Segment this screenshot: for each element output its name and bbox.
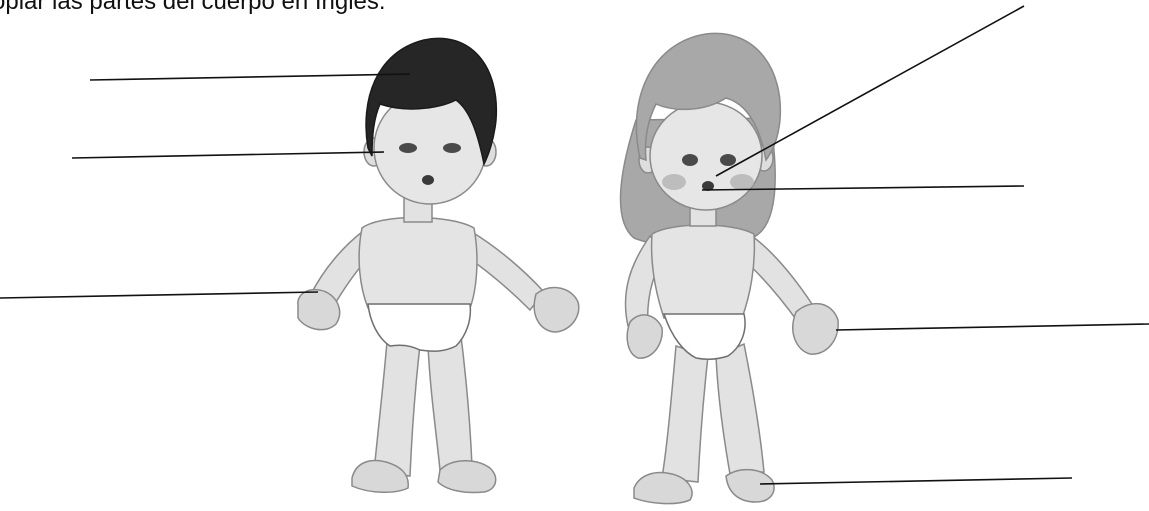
answer-line-foot[interactable] xyxy=(759,477,1073,485)
girl-left-cheek xyxy=(662,174,686,190)
girl-underwear xyxy=(662,313,746,361)
girl-right-foot xyxy=(725,468,775,503)
girl-hair xyxy=(635,32,782,162)
girl-left-hand xyxy=(626,314,663,359)
girl-left-foot xyxy=(633,471,693,505)
answer-line-eye[interactable] xyxy=(715,5,1025,177)
girl-right-hand xyxy=(792,302,839,355)
boy-left-hand xyxy=(297,288,341,331)
boy-right-eye xyxy=(443,143,461,153)
girl-mouth xyxy=(702,181,714,191)
boy-right-foot xyxy=(437,460,497,494)
girl-left-eye xyxy=(682,154,698,166)
worksheet-instruction: opiar las partes del cuerpo en Inglés: xyxy=(0,0,386,15)
boy-left-foot xyxy=(351,459,409,493)
boy-mouth xyxy=(422,175,434,185)
boy-right-hand xyxy=(533,286,580,333)
boy-left-eye xyxy=(399,143,417,153)
girl-right-cheek xyxy=(730,174,754,190)
answer-line-hair[interactable] xyxy=(89,73,411,81)
answer-lines xyxy=(0,5,1149,485)
girl-right-eye xyxy=(720,154,736,166)
answer-line-mouth[interactable] xyxy=(701,185,1025,191)
girl-right-leg xyxy=(715,342,765,475)
boy-torso xyxy=(358,216,478,309)
boy-left-leg xyxy=(373,328,421,477)
boy-figure xyxy=(297,37,580,494)
girl-torso xyxy=(650,224,756,319)
boy-right-arm xyxy=(465,230,545,312)
boy-underwear xyxy=(367,303,472,352)
girl-face xyxy=(649,101,763,211)
answer-line-hand-left[interactable] xyxy=(0,291,319,299)
answer-line-hand-right[interactable] xyxy=(835,323,1149,331)
answer-line-ear[interactable] xyxy=(71,151,385,159)
girl-left-leg xyxy=(661,345,709,483)
boy-hair xyxy=(365,37,498,167)
girl-figure xyxy=(619,32,839,505)
